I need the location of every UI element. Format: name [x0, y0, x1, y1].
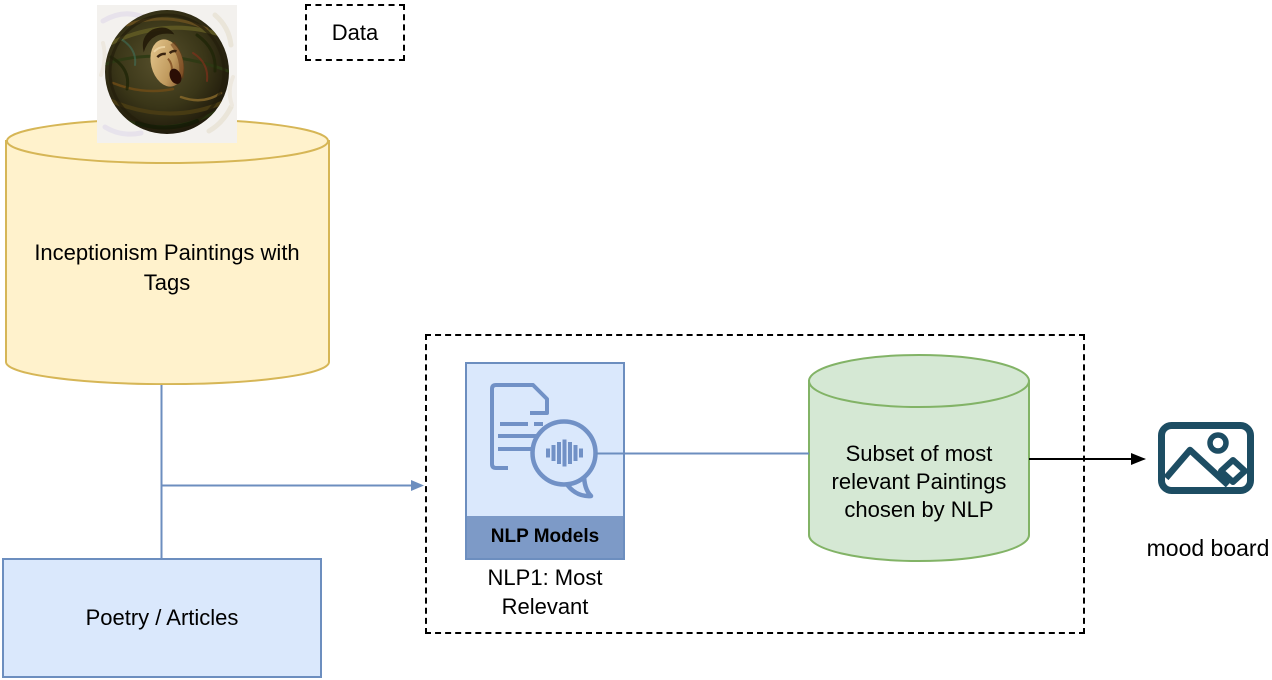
nlp-caption: NLP1: Most Relevant: [487, 565, 603, 619]
inceptionism-painting-thumbnail: [97, 5, 237, 143]
subset-database-label: Subset of most relevant Paintings chosen…: [831, 441, 1007, 522]
data-label-box: Data: [305, 4, 405, 61]
nlp-pipeline-container: [425, 334, 1085, 634]
data-label: Data: [331, 19, 379, 45]
document-speech-audio-icon: [490, 383, 598, 499]
mood-board-image-icon: [1158, 422, 1254, 494]
nlp-models-banner: NLP Models: [467, 516, 623, 558]
poetry-articles-box: Poetry / Articles: [2, 558, 322, 678]
nlp-models-banner-label: NLP Models: [490, 526, 600, 547]
poetry-articles-label: Poetry / Articles: [85, 605, 239, 630]
subset-database-cylinder: [808, 354, 1030, 562]
mood-board-label: mood board: [1146, 535, 1270, 561]
paintings-database-label: Inceptionism Paintings with Tags: [34, 240, 300, 295]
connector-junction-to-nlp-arrow: [161, 480, 424, 491]
